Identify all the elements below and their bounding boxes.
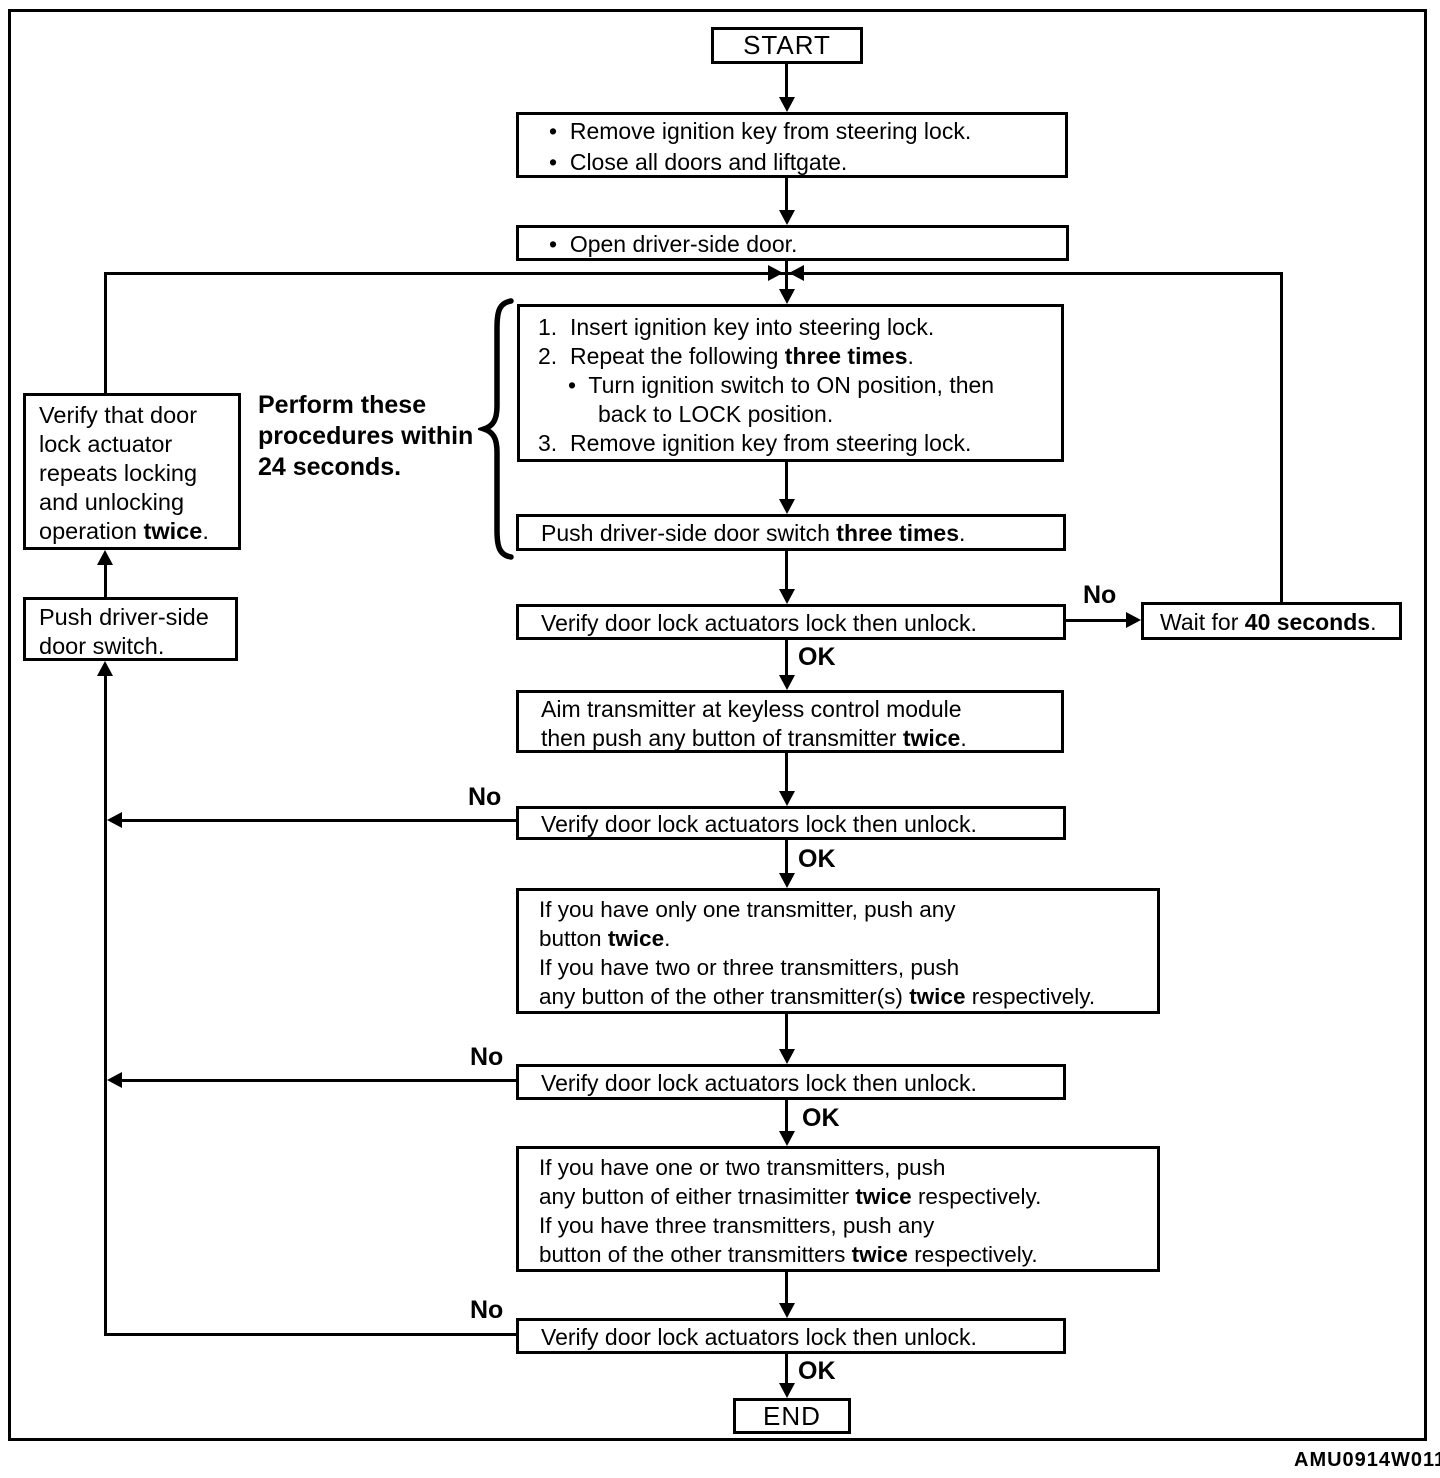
arrowhead-verify2 bbox=[779, 791, 795, 806]
step-two-or-three-transmitters: If you have one or two transmitters, pus… bbox=[516, 1146, 1160, 1272]
connector-prepare-to-open bbox=[785, 178, 788, 212]
connector-two-to-verify4 bbox=[785, 1272, 788, 1305]
connector-push3-to-verify1 bbox=[785, 551, 788, 590]
left-brace bbox=[478, 298, 514, 560]
ok-label-1: OK bbox=[798, 643, 836, 671]
no-label-3: No bbox=[470, 1043, 504, 1071]
arrowhead-verify4 bbox=[779, 1303, 795, 1318]
start-node: START bbox=[711, 27, 863, 64]
step-verify-lock-unlock-4: Verify door lock actuators lock then unl… bbox=[516, 1318, 1066, 1354]
connector-procedure-to-push3 bbox=[785, 462, 788, 501]
connector-verify4-no bbox=[104, 1333, 516, 1336]
arrowhead-verify1 bbox=[779, 589, 795, 604]
connector-aim-to-verify2 bbox=[785, 753, 788, 793]
arrowhead-aim bbox=[779, 675, 795, 690]
start-label: START bbox=[743, 30, 831, 60]
arrowhead-prepare bbox=[779, 97, 795, 112]
step-verify-lock-unlock-1: Verify door lock actuators lock then unl… bbox=[516, 604, 1066, 640]
arrowhead-push3 bbox=[779, 499, 795, 514]
connector-left-rail bbox=[104, 675, 107, 1336]
no-label-1: No bbox=[1083, 581, 1117, 609]
step-aim-transmitter: Aim transmitter at keyless control modul… bbox=[516, 690, 1064, 753]
arrowhead-end bbox=[779, 1383, 795, 1398]
arrowhead-one-transmitter bbox=[779, 873, 795, 888]
arrowhead-junction-right bbox=[768, 265, 783, 281]
diagram-border bbox=[8, 9, 1427, 1441]
arrowhead-left-verify bbox=[97, 550, 113, 565]
step-verify-lock-unlock-2: Verify door lock actuators lock then unl… bbox=[516, 806, 1066, 840]
figure-code: AMU0914W011 bbox=[1294, 1449, 1440, 1471]
arrowhead-procedure bbox=[779, 289, 795, 304]
connector-verify3-no bbox=[121, 1079, 516, 1082]
step-prepare: • Remove ignition key from steering lock… bbox=[516, 112, 1068, 178]
ok-label-4: OK bbox=[798, 1357, 836, 1385]
connector-verify1-no bbox=[1066, 619, 1128, 622]
arrowhead-left-push bbox=[97, 661, 113, 676]
step-wait-40-seconds: Wait for 40 seconds. bbox=[1141, 602, 1402, 640]
no-label-2: No bbox=[468, 783, 502, 811]
no-label-4: No bbox=[470, 1296, 504, 1324]
arrowhead-leftrail-2 bbox=[107, 1072, 122, 1088]
step-ignition-procedure: 1. Insert ignition key into steering loc… bbox=[517, 304, 1064, 462]
arrowhead-open bbox=[779, 210, 795, 225]
arrowhead-leftrail-1 bbox=[107, 812, 122, 828]
arrowhead-junction-left bbox=[789, 265, 804, 281]
ok-label-3: OK bbox=[802, 1104, 840, 1132]
end-label: END bbox=[763, 1400, 821, 1431]
connector-verify3-ok bbox=[785, 1100, 788, 1133]
connector-start-to-prepare bbox=[785, 63, 788, 100]
connector-open-to-procedure bbox=[785, 260, 788, 291]
step-one-transmitter: If you have only one transmitter, push a… bbox=[516, 888, 1160, 1014]
connector-verify2-no bbox=[121, 819, 516, 822]
ok-label-2: OK bbox=[798, 845, 836, 873]
arrowhead-verify3 bbox=[779, 1049, 795, 1064]
connector-verify4-ok bbox=[785, 1354, 788, 1385]
connector-leftverify-to-top bbox=[104, 272, 107, 393]
connector-lpush-to-lverify bbox=[104, 564, 107, 597]
connector-loop-top bbox=[104, 272, 1283, 275]
step-open-driver-door: • Open driver-side door. bbox=[516, 225, 1069, 261]
connector-wait-to-top bbox=[1280, 272, 1283, 602]
step-push-door-switch-three-times: Push driver-side door switch three times… bbox=[516, 514, 1066, 551]
arrowhead-two-transmitters bbox=[779, 1131, 795, 1146]
step-verify-lock-unlock-3: Verify door lock actuators lock then unl… bbox=[516, 1064, 1066, 1100]
arrowhead-wait bbox=[1126, 612, 1141, 628]
connector-verify2-ok bbox=[785, 840, 788, 875]
end-node: END bbox=[733, 1398, 851, 1434]
connector-one-to-verify3 bbox=[785, 1014, 788, 1051]
connector-verify1-ok bbox=[785, 640, 788, 677]
